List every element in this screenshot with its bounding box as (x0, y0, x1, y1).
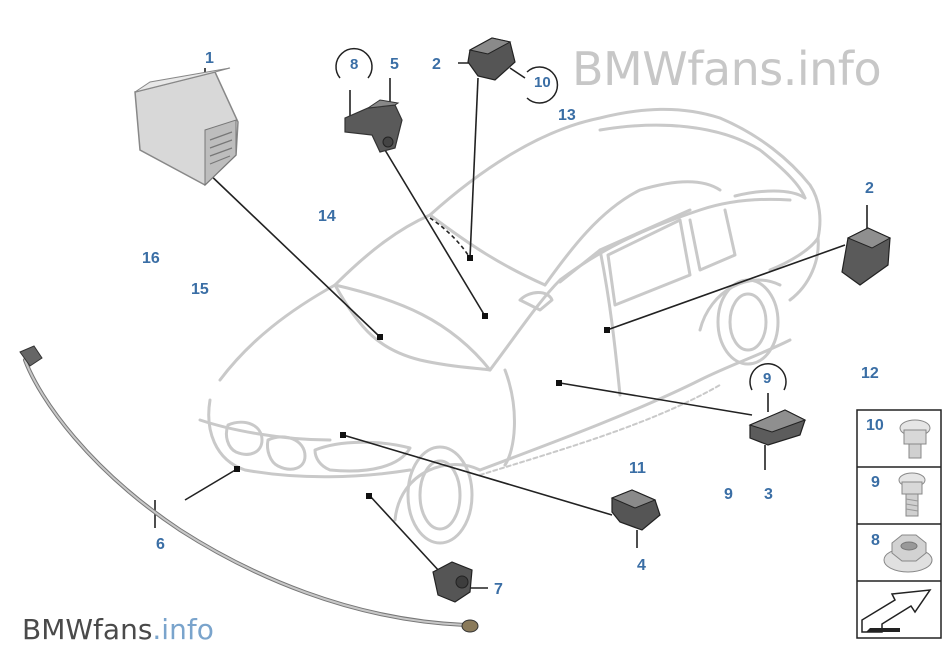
sensor-part-2-top[interactable] (467, 37, 516, 81)
watermark-bottom-suffix: .info (152, 613, 214, 646)
watermark-top-suffix: .info (782, 42, 882, 96)
antenna-cable-part-6[interactable] (19, 345, 479, 633)
watermark-top-brand: BMWfans (572, 42, 783, 96)
sensor-part-3[interactable] (748, 409, 807, 446)
callout-2-top: 2 (432, 56, 441, 73)
sensor-part-7[interactable] (432, 561, 473, 603)
callout-2-right: 2 (865, 180, 874, 197)
circled-callouts (335, 48, 787, 391)
arrow-icon (861, 589, 932, 633)
legend-label-9: 9 (871, 474, 880, 491)
sensor-part-4[interactable] (610, 489, 661, 531)
car-outline (198, 107, 822, 545)
callout-7: 7 (494, 581, 503, 598)
callout-6: 6 (156, 536, 165, 553)
control-unit-part-1[interactable] (134, 67, 239, 187)
leader-lines (154, 62, 868, 589)
sensor-part-2-right[interactable] (841, 227, 892, 286)
nut-8-icon (883, 534, 933, 573)
callout-15: 15 (191, 281, 209, 298)
bolt-9-icon (898, 472, 926, 517)
callout-3: 3 (764, 486, 773, 503)
legend-label-10: 10 (866, 417, 884, 434)
callout-9: 9 (724, 486, 733, 503)
callout-11: 11 (629, 460, 646, 477)
callout-1: 1 (205, 50, 214, 67)
legend-label-8: 8 (871, 532, 880, 549)
hardware-legend (856, 409, 942, 639)
callout-10: 10 (534, 74, 551, 91)
callout-9-circled: 9 (763, 370, 771, 387)
sensor-part-5[interactable] (344, 99, 403, 153)
watermark-top: BMWfans.info (572, 42, 882, 96)
callout-5: 5 (390, 56, 399, 73)
anchor-dots (234, 255, 610, 499)
callout-16: 16 (142, 250, 160, 267)
callout-12: 12 (861, 365, 879, 382)
callout-8: 8 (350, 56, 358, 73)
callout-4: 4 (637, 557, 646, 574)
bolt-10-icon (899, 419, 931, 459)
watermark-bottom: BMWfans.info (22, 613, 214, 646)
callout-labels: 1 8 5 2 10 13 14 16 15 2 9 12 11 9 3 4 7… (142, 50, 884, 598)
watermark-bottom-brand: BMWfans (22, 613, 153, 646)
callout-13: 13 (558, 107, 576, 124)
callout-14: 14 (318, 208, 336, 225)
